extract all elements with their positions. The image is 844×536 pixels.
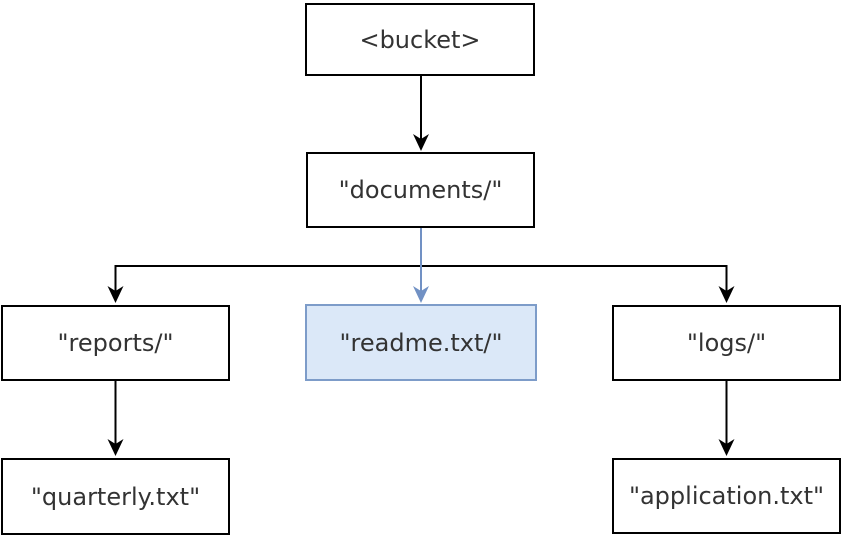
node-readme-highlighted: "readme.txt/" [305,304,537,381]
node-logs-label: "logs/" [686,329,767,357]
arrowhead-into-quarterly [107,439,124,456]
node-application: "application.txt" [612,458,841,534]
node-documents: "documents/" [306,152,535,228]
arrowhead-into-reports [107,286,124,303]
node-documents-label: "documents/" [338,176,503,204]
node-reports-label: "reports/" [57,329,174,357]
arrowhead-into-readme [413,286,429,303]
node-quarterly-label: "quarterly.txt" [30,482,201,511]
node-bucket-label: <bucket> [359,25,481,54]
node-reports: "reports/" [1,305,230,381]
arrowhead-into-application [718,439,735,456]
arrowhead-into-documents [413,134,429,151]
arrowhead-into-logs [718,286,735,303]
node-logs: "logs/" [612,305,841,381]
node-readme-label: "readme.txt/" [339,328,503,357]
node-bucket: <bucket> [305,3,535,76]
node-application-label: "application.txt" [628,482,825,510]
node-quarterly: "quarterly.txt" [1,458,230,535]
